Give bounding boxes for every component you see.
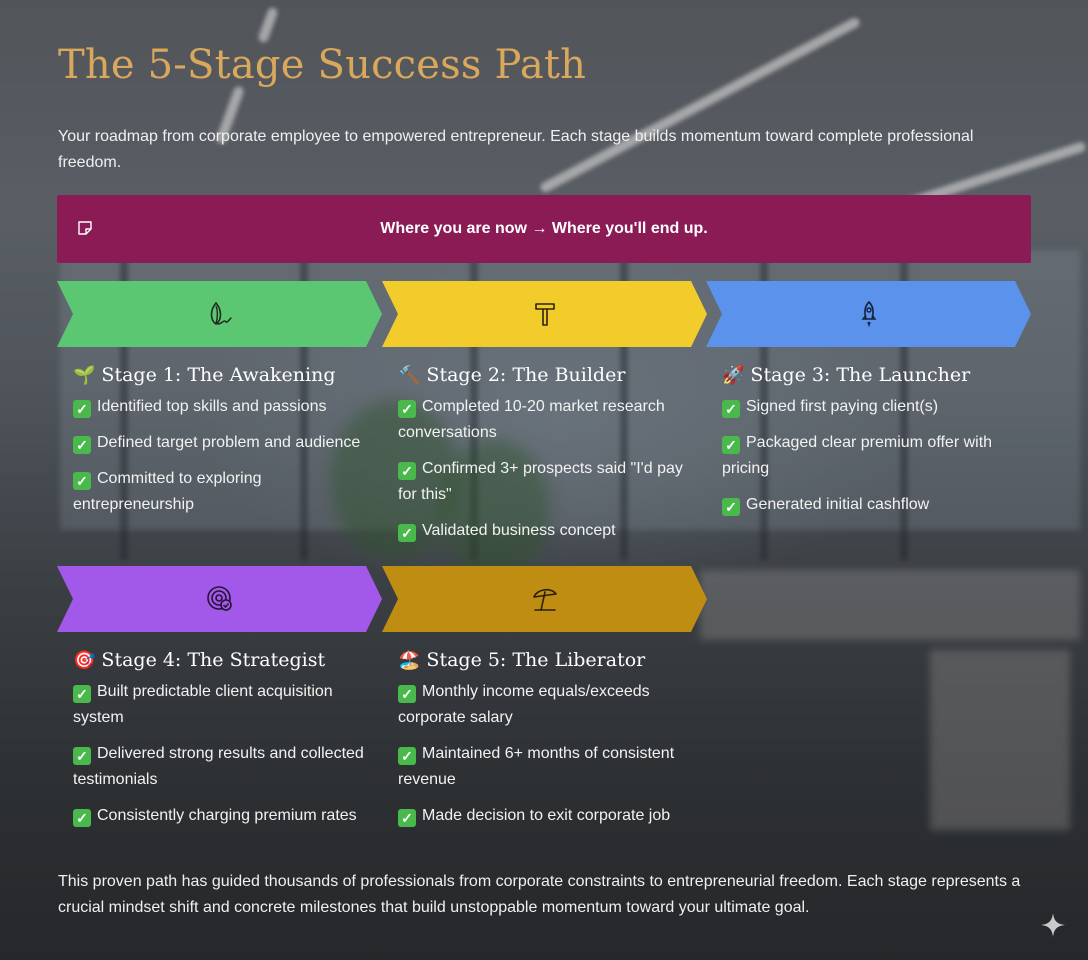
stage-5-arrow-shape	[382, 566, 707, 632]
sprout-icon	[210, 301, 232, 325]
stage-1-arrow	[57, 281, 382, 347]
stage-2-milestones: ✓Completed 10-20 market research convers…	[398, 394, 698, 544]
stage-2-title: 🔨Stage 2: The Builder	[398, 364, 626, 386]
checkmark-icon: ✓	[73, 747, 91, 765]
rocket-emoji-icon: 🚀	[722, 365, 745, 386]
stage-2: 🔨Stage 2: The Builder ✓Completed 10-20 m…	[398, 364, 698, 554]
intro-text: Your roadmap from corporate employee to …	[58, 128, 974, 171]
checkmark-icon: ✓	[398, 747, 416, 765]
stage-3-milestones: ✓Signed first paying client(s) ✓Packaged…	[722, 394, 1022, 518]
checkmark-icon: ✓	[398, 462, 416, 480]
stage-4-arrow	[57, 566, 382, 632]
checkmark-icon: ✓	[73, 472, 91, 490]
banner-text: Where you are now → Where you'll end up.	[380, 220, 708, 237]
page-title: The 5-Stage Success Path	[58, 42, 587, 88]
stage-3: 🚀Stage 3: The Launcher ✓Signed first pay…	[722, 364, 1022, 528]
milestone-item: ✓Validated business concept	[398, 518, 698, 544]
checkmark-icon: ✓	[398, 685, 416, 703]
checkmark-icon: ✓	[722, 400, 740, 418]
checkmark-icon: ✓	[398, 524, 416, 542]
milestone-item: ✓Consistently charging premium rates	[73, 803, 373, 829]
note-icon	[78, 221, 92, 235]
milestone-item: ✓Signed first paying client(s)	[722, 394, 1022, 420]
milestone-item: ✓Generated initial cashflow	[722, 492, 1022, 518]
stage-1-title: 🌱Stage 1: The Awakening	[73, 364, 336, 386]
target-emoji-icon: 🎯	[73, 650, 96, 671]
stage-5-title: 🏖️Stage 5: The Liberator	[398, 649, 646, 671]
milestone-item: ✓Confirmed 3+ prospects said "I'd pay fo…	[398, 460, 683, 503]
checkmark-icon: ✓	[73, 400, 91, 418]
seedling-icon: 🌱	[73, 365, 96, 386]
checkmark-icon: ✓	[398, 400, 416, 418]
milestone-item: ✓Identified top skills and passions	[73, 394, 373, 420]
beach-umbrella-icon	[533, 588, 557, 611]
milestone-item: ✓Built predictable client acquisition sy…	[73, 683, 333, 726]
stage-5: 🏖️Stage 5: The Liberator ✓Monthly income…	[398, 649, 698, 839]
checkmark-icon: ✓	[722, 498, 740, 516]
stage-5-milestones: ✓Monthly income equals/exceeds corporate…	[398, 679, 698, 829]
closing-text: This proven path has guided thousands of…	[58, 873, 1021, 916]
stage-4-milestones: ✓Built predictable client acquisition sy…	[73, 679, 373, 829]
stage-5-arrow	[382, 566, 707, 632]
stage-4-arrow-shape	[57, 566, 382, 632]
milestone-item: ✓Defined target problem and audience	[73, 430, 373, 456]
hammer-emoji-icon: 🔨	[398, 365, 421, 386]
checkmark-icon: ✓	[722, 436, 740, 454]
sparkle-icon	[1041, 913, 1065, 937]
hammer-icon	[535, 303, 555, 326]
target-icon	[207, 586, 232, 611]
milestone-item: ✓Monthly income equals/exceeds corporate…	[398, 683, 650, 726]
stage-2-arrow	[382, 281, 707, 347]
milestone-item: ✓Made decision to exit corporate job	[398, 803, 698, 829]
checkmark-icon: ✓	[73, 809, 91, 827]
stage-1-milestones: ✓Identified top skills and passions ✓Def…	[73, 394, 373, 518]
stage-3-title: 🚀Stage 3: The Launcher	[722, 364, 971, 386]
stage-3-arrow-shape	[706, 281, 1031, 347]
beach-emoji-icon: 🏖️	[398, 650, 421, 671]
stage-4: 🎯Stage 4: The Strategist ✓Built predicta…	[73, 649, 373, 839]
stage-4-title: 🎯Stage 4: The Strategist	[73, 649, 326, 671]
milestone-item: ✓Completed 10-20 market research convers…	[398, 398, 665, 441]
stage-1: 🌱Stage 1: The Awakening ✓Identified top …	[73, 364, 373, 528]
stage-2-arrow-shape	[382, 281, 707, 347]
milestone-item: ✓Maintained 6+ months of consistent reve…	[398, 745, 675, 788]
stage-3-arrow	[706, 281, 1031, 347]
milestone-item: ✓Delivered strong results and collected …	[73, 745, 364, 788]
banner: Where you are now → Where you'll end up.	[57, 195, 1031, 263]
checkmark-icon: ✓	[73, 436, 91, 454]
rocket-icon	[861, 301, 877, 328]
checkmark-icon: ✓	[73, 685, 91, 703]
checkmark-icon: ✓	[398, 809, 416, 827]
milestone-item: ✓Committed to exploring entrepreneurship	[73, 470, 262, 513]
milestone-item: ✓Packaged clear premium offer with prici…	[722, 434, 993, 477]
stage-1-arrow-shape	[57, 281, 382, 347]
